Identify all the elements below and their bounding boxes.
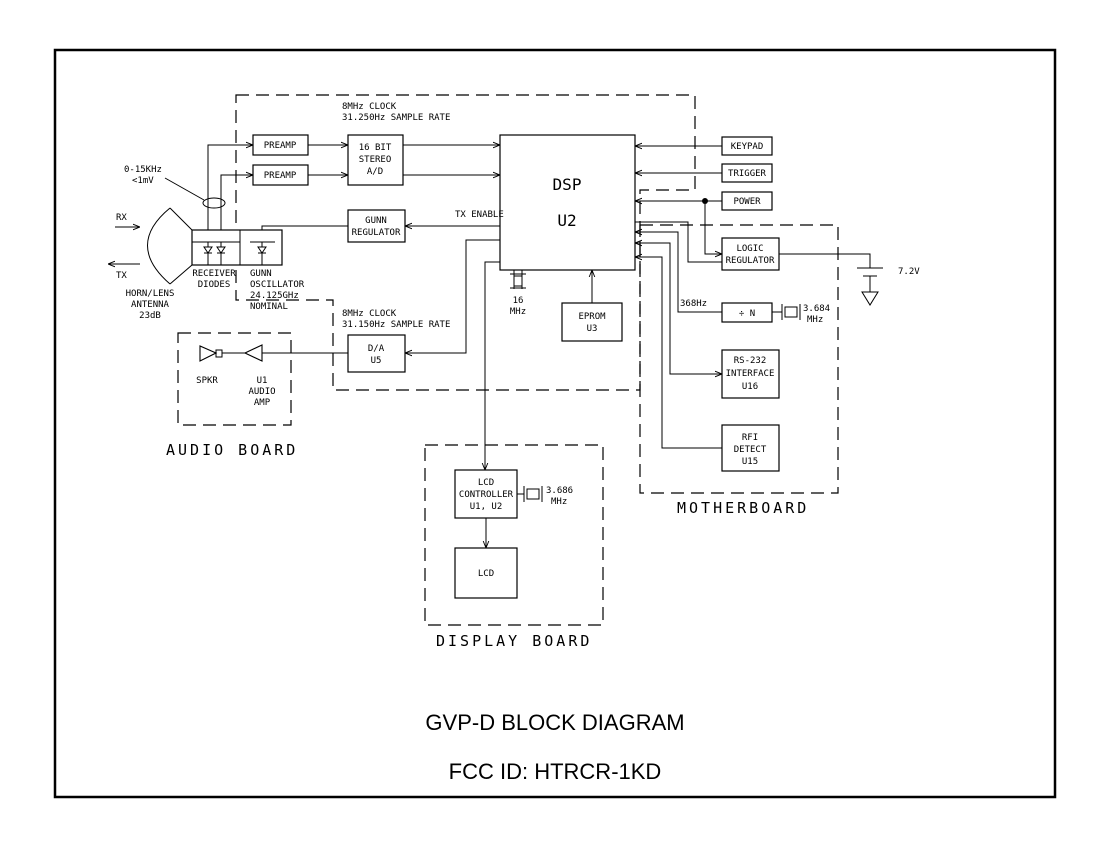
svg-text:16 BIT: 16 BIT xyxy=(359,143,392,153)
display-board-label: DISPLAY BOARD xyxy=(436,632,592,650)
logic-regulator-block: LOGIC REGULATOR xyxy=(721,237,780,271)
horn-antenna-icon xyxy=(108,207,193,285)
lcd-controller-block: LCD CONTROLLER U1, U2 xyxy=(454,469,518,519)
tx-enable-label: TX ENABLE xyxy=(455,210,504,220)
crystal-3686-label-1: 3.686 xyxy=(546,486,573,496)
clock-top-line2: 31.250Hz SAMPLE RATE xyxy=(342,113,450,123)
svg-text:INTERFACE: INTERFACE xyxy=(726,369,775,379)
antenna-label-1: HORN/LENS xyxy=(126,289,175,299)
receiver-label-1: RECEIVER xyxy=(192,269,236,279)
svg-text:TRIGGER: TRIGGER xyxy=(728,169,767,179)
amp-label-1: U1 xyxy=(257,376,268,386)
svg-text:U16: U16 xyxy=(742,382,758,392)
svg-text:REGULATOR: REGULATOR xyxy=(726,256,775,266)
amp-label-3: AMP xyxy=(254,398,271,408)
receiver-label-2: DIODES xyxy=(198,280,231,290)
gunn-osc-label-2: OSCILLATOR xyxy=(250,280,305,290)
signal-label-2: <1mV xyxy=(132,176,154,186)
speaker-label: SPKR xyxy=(196,376,218,386)
signal-leader xyxy=(164,177,205,201)
svg-text:POWER: POWER xyxy=(733,197,761,207)
clock-bottom-line1: 8MHz CLOCK xyxy=(342,309,397,319)
svg-text:LCD: LCD xyxy=(478,478,494,488)
lcd-block: LCD xyxy=(454,547,518,599)
outer-frame xyxy=(53,48,1057,799)
svg-text:DSP: DSP xyxy=(553,175,582,194)
clock-bottom-line2: 31.150Hz SAMPLE RATE xyxy=(342,320,450,330)
antenna-label-3: 23dB xyxy=(139,311,161,321)
svg-text:U15: U15 xyxy=(742,457,758,467)
svg-text:KEYPAD: KEYPAD xyxy=(731,142,764,152)
motherboard-label: MOTHERBOARD xyxy=(677,499,809,517)
divide-n-block: ÷ N xyxy=(721,302,773,323)
svg-text:DETECT: DETECT xyxy=(734,445,767,455)
fcc-id-label: FCC ID: HTRCR-1KD xyxy=(449,759,662,784)
svg-text:PREAMP: PREAMP xyxy=(264,141,297,151)
svg-text:REGULATOR: REGULATOR xyxy=(352,228,401,238)
preamp-2-block: PREAMP xyxy=(252,164,309,186)
svg-text:U2: U2 xyxy=(557,211,576,230)
gunn-osc-label-4: NOMINAL xyxy=(250,302,288,312)
diagram-title: GVP-D BLOCK DIAGRAM xyxy=(425,710,684,735)
rfi-detect-block: RFI DETECT U15 xyxy=(721,424,780,472)
svg-text:U3: U3 xyxy=(587,324,598,334)
svg-text:U1, U2: U1, U2 xyxy=(470,502,503,512)
svg-text:LOGIC: LOGIC xyxy=(736,244,763,254)
svg-text:RS-232: RS-232 xyxy=(734,356,767,366)
audio-board-region xyxy=(177,332,292,426)
svg-text:LCD: LCD xyxy=(478,569,494,579)
crystal-3686-label-2: MHz xyxy=(551,497,567,507)
svg-text:A/D: A/D xyxy=(367,167,383,177)
ad-converter-block: 16 BIT STEREO A/D xyxy=(347,134,404,186)
tx-label: TX xyxy=(116,271,127,281)
preamp-1-block: PREAMP xyxy=(252,134,309,156)
dsp-block: DSP U2 xyxy=(499,134,636,271)
eprom-block: EPROM U3 xyxy=(561,302,623,342)
battery-label: 7.2V xyxy=(898,267,920,277)
rs232-interface-block: RS-232 INTERFACE U16 xyxy=(721,349,780,399)
svg-text:RFI: RFI xyxy=(742,433,758,443)
keypad-block: KEYPAD xyxy=(721,136,773,156)
crystal-16mhz-icon xyxy=(510,273,526,289)
amp-label-2: AUDIO xyxy=(248,387,275,397)
receiver-diodes xyxy=(191,229,283,266)
audio-board-label: AUDIO BOARD xyxy=(166,441,298,459)
gunn-osc-label-1: GUNN xyxy=(250,269,272,279)
svg-text:CONTROLLER: CONTROLLER xyxy=(459,490,514,500)
speaker-icon xyxy=(199,345,223,362)
crystal-16-label-1: 16 xyxy=(513,296,524,306)
signal-label-1: 0-15KHz xyxy=(124,165,162,175)
power-block: POWER xyxy=(721,191,773,211)
svg-text:GUNN: GUNN xyxy=(365,216,387,226)
da-converter-block: D/A U5 xyxy=(347,334,406,373)
power-junction-dot xyxy=(702,198,708,204)
crystal-3686-icon xyxy=(517,486,543,502)
crystal-16-label-2: MHz xyxy=(510,307,526,317)
crystal-3684-label-1: 3.684 xyxy=(803,304,830,314)
rx-label: RX xyxy=(116,213,127,223)
crystal-3684-icon xyxy=(772,304,801,320)
antenna-label-2: ANTENNA xyxy=(131,300,170,310)
svg-text:U5: U5 xyxy=(371,356,382,366)
svg-text:PREAMP: PREAMP xyxy=(264,171,297,181)
clock-top-line1: 8MHz CLOCK xyxy=(342,102,397,112)
svg-text:STEREO: STEREO xyxy=(359,155,392,165)
signal-ellipse xyxy=(202,197,226,209)
gunn-osc-label-3: 24.125GHz xyxy=(250,291,299,301)
hz368-label: 368Hz xyxy=(680,299,707,309)
motherboard-region xyxy=(639,224,839,494)
svg-text:EPROM: EPROM xyxy=(578,312,606,322)
audio-amp-icon xyxy=(222,344,263,362)
crystal-3684-label-2: MHz xyxy=(807,315,823,325)
svg-text:D/A: D/A xyxy=(368,344,385,354)
trigger-block: TRIGGER xyxy=(721,163,773,183)
battery-icon xyxy=(857,267,883,306)
svg-text:÷ N: ÷ N xyxy=(739,309,755,319)
gunn-regulator-block: GUNN REGULATOR xyxy=(347,209,406,243)
